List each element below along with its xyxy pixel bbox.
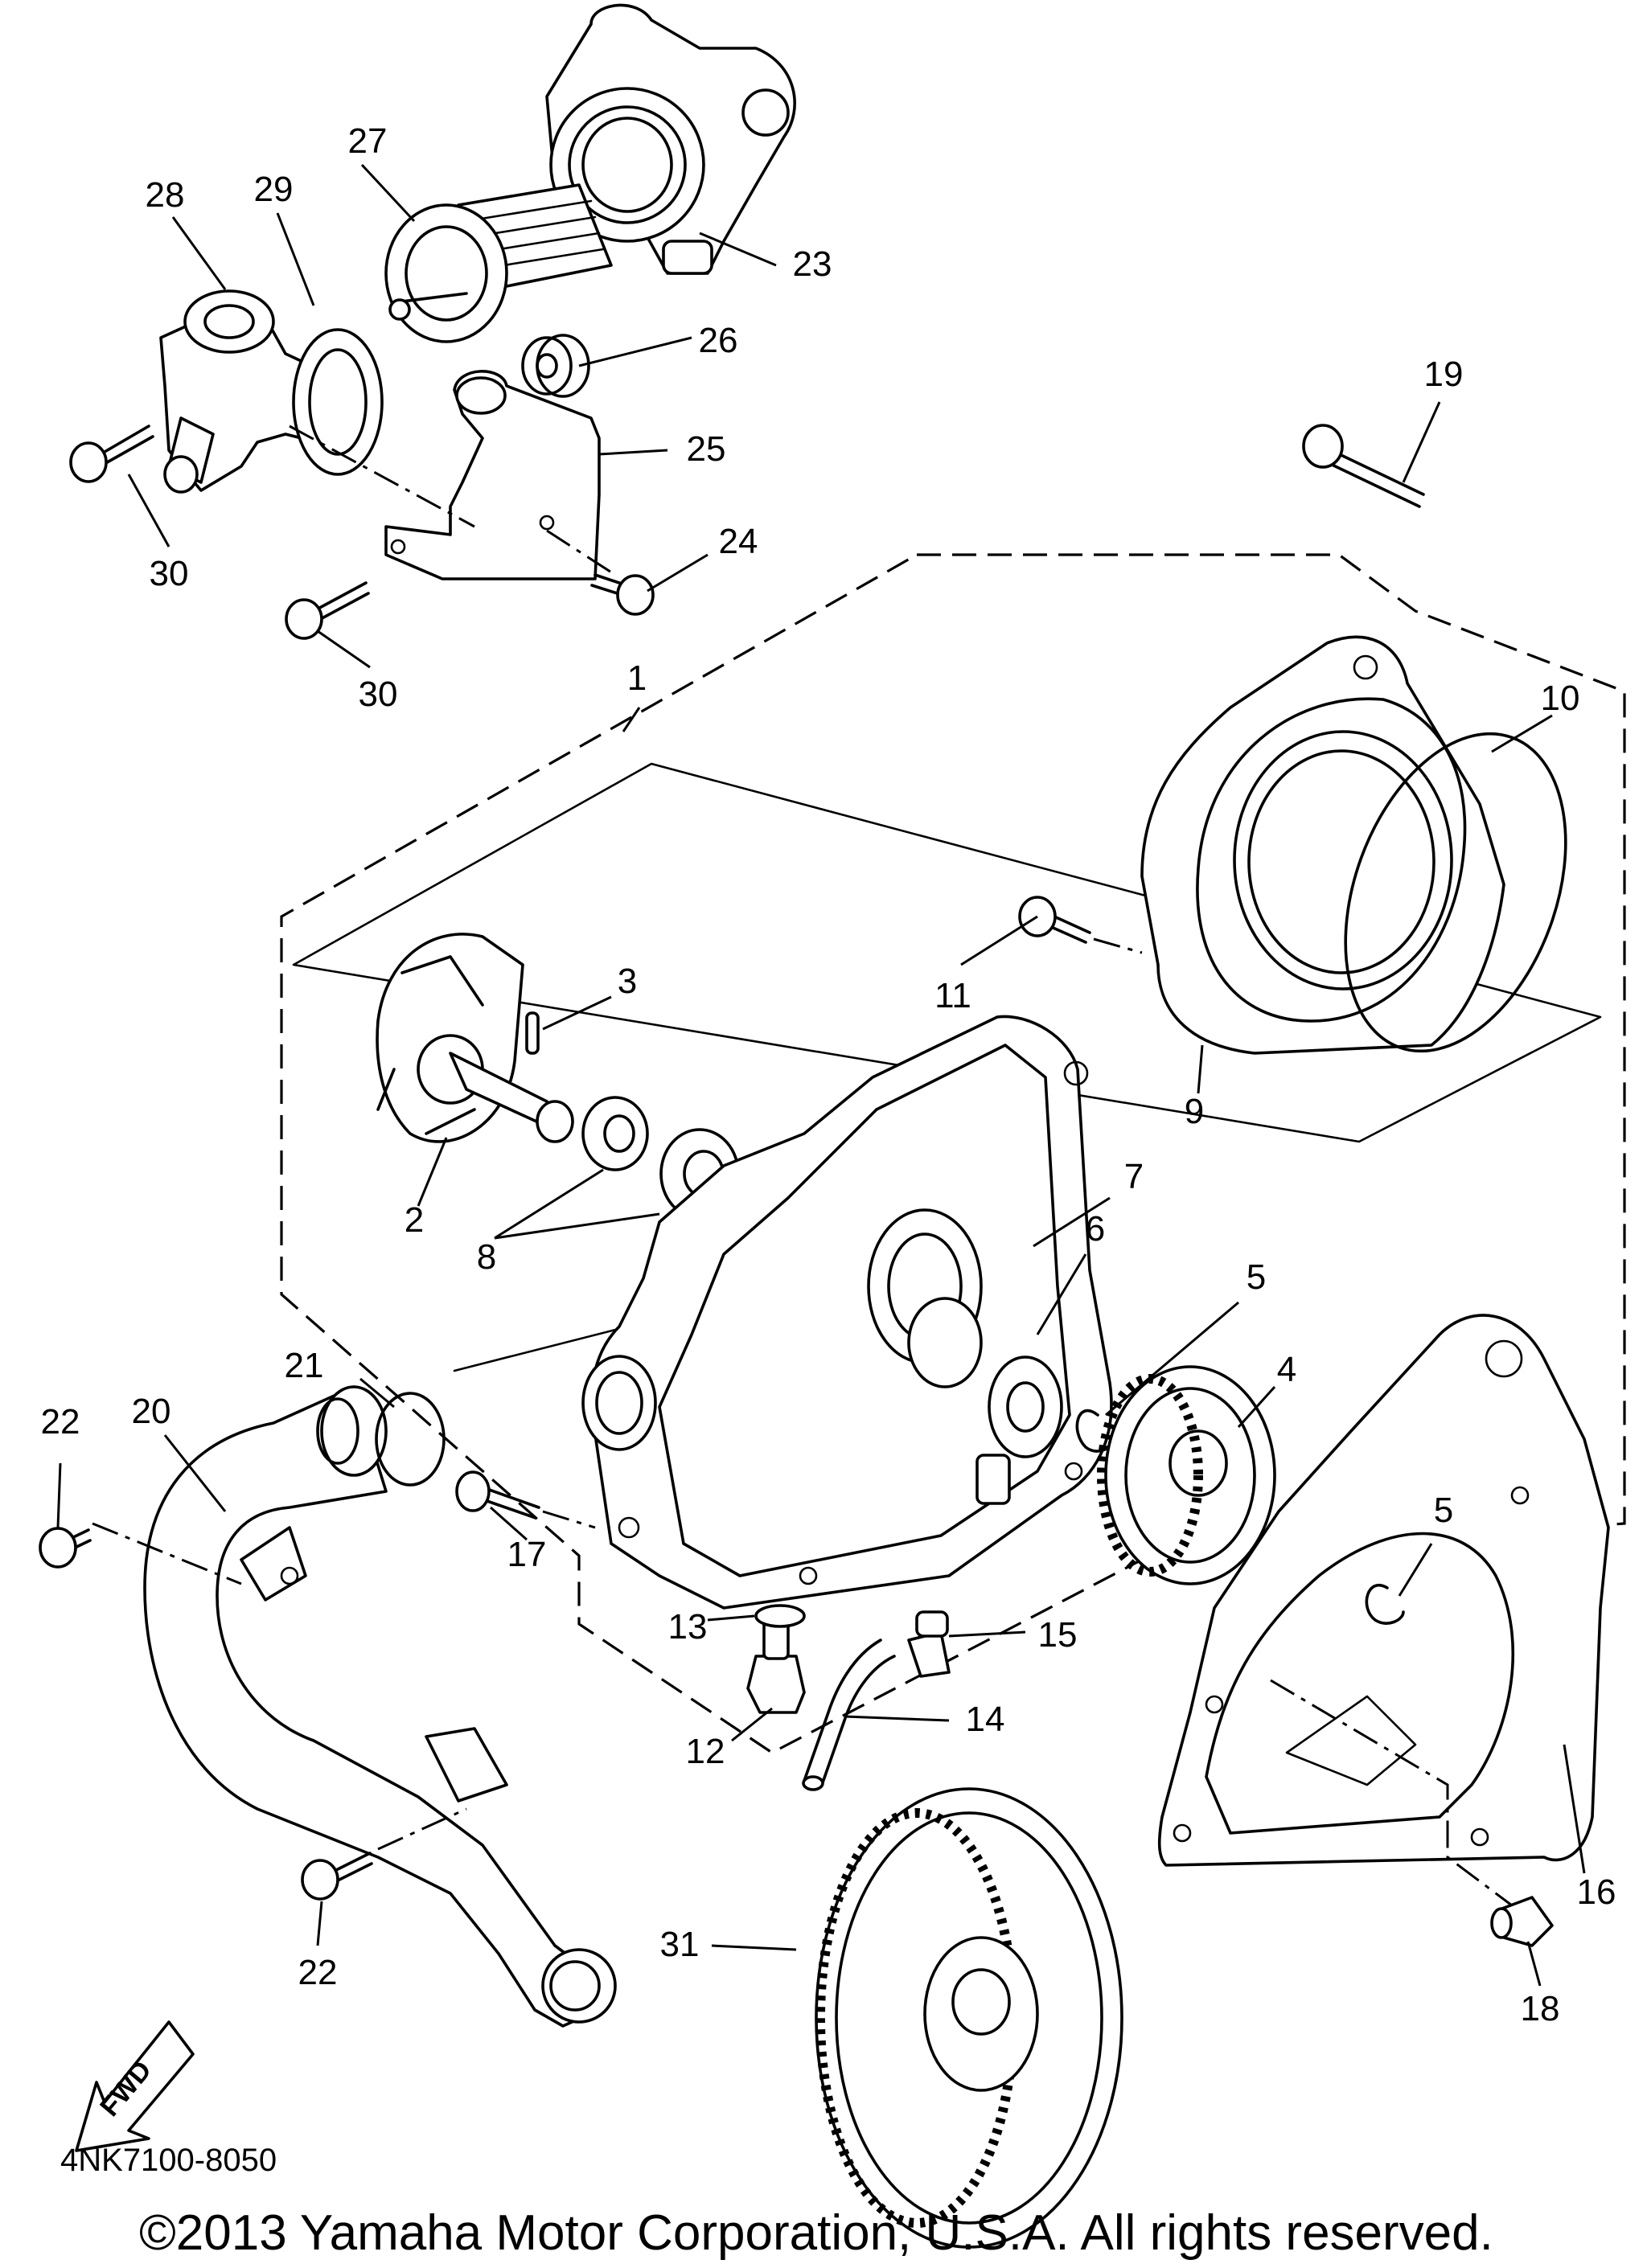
callout-part-4: 4 bbox=[1277, 1350, 1296, 1389]
forward-direction-arrow: FWD bbox=[75, 2020, 195, 2152]
callout-part-23: 23 bbox=[793, 244, 832, 284]
bolt-part-30a bbox=[69, 424, 154, 483]
water-inlet-part-28 bbox=[159, 289, 359, 494]
callout-part-30a: 30 bbox=[150, 554, 189, 593]
bolt-part-17 bbox=[455, 1470, 540, 1520]
callout-part-14: 14 bbox=[966, 1700, 1005, 1739]
o-ring-part-10 bbox=[1344, 732, 1567, 1053]
circlip-part-5b bbox=[1365, 1584, 1405, 1625]
bolt-part-22a bbox=[39, 1527, 92, 1569]
callout-part-28: 28 bbox=[146, 175, 185, 215]
alignment-line-11 bbox=[1093, 937, 1143, 954]
callout-part-27: 27 bbox=[348, 121, 388, 161]
callout-part-7: 7 bbox=[1124, 1157, 1144, 1196]
grommet-part-26 bbox=[521, 334, 590, 398]
alignment-line-22b bbox=[377, 1807, 467, 1851]
callout-part-18: 18 bbox=[1521, 1989, 1560, 2028]
callout-part-1: 1 bbox=[627, 658, 647, 698]
thermostat-housing-part-23 bbox=[545, 3, 796, 275]
part-callouts: 1 2 3 4 5 5 6 7 8 9 10 11 12 13 14 15 16… bbox=[41, 121, 1616, 2028]
callout-part-9: 9 bbox=[1185, 1092, 1204, 1131]
callout-part-10: 10 bbox=[1541, 679, 1580, 718]
pump-housing bbox=[581, 1015, 1113, 1610]
callout-part-3: 3 bbox=[618, 962, 637, 1001]
callout-part-11: 11 bbox=[934, 976, 971, 1015]
bracket-part-25 bbox=[384, 370, 601, 580]
callout-part-8: 8 bbox=[477, 1237, 496, 1277]
seal-part-8a bbox=[581, 1096, 649, 1171]
copyright-notice: ©2013 Yamaha Motor Corporation, U.S.A. A… bbox=[139, 2205, 1493, 2261]
callout-part-6: 6 bbox=[1086, 1209, 1105, 1249]
callout-part-17: 17 bbox=[507, 1535, 547, 1574]
callout-part-13: 13 bbox=[668, 1607, 708, 1647]
callout-part-15: 15 bbox=[1038, 1615, 1078, 1655]
callout-part-5b: 5 bbox=[1434, 1491, 1453, 1530]
callout-part-16: 16 bbox=[1577, 1872, 1616, 1912]
bolt-part-24 bbox=[590, 573, 655, 616]
callout-part-22a: 22 bbox=[41, 1402, 80, 1442]
alignment-line-bolt24 bbox=[546, 529, 616, 576]
drain-bolt-part-12 bbox=[746, 1618, 806, 1714]
diagram-code: 4NK7100-8050 bbox=[60, 2143, 277, 2178]
callout-part-2: 2 bbox=[405, 1200, 424, 1240]
gasket-part-29 bbox=[292, 328, 384, 476]
bolt-part-30b bbox=[285, 581, 370, 640]
cover-plate-part-9 bbox=[1140, 635, 1505, 1055]
assembly-1-phantom-outline bbox=[280, 553, 1626, 1754]
leader-lines bbox=[56, 163, 1586, 1987]
washer-part-13 bbox=[754, 1604, 806, 1628]
hose-part-14 bbox=[802, 1638, 896, 1791]
cover-gasket-part-16 bbox=[1157, 1314, 1610, 1867]
callout-part-22b: 22 bbox=[298, 1953, 338, 1992]
callout-part-24: 24 bbox=[719, 522, 758, 561]
gear-part-31 bbox=[815, 1787, 1123, 2249]
fitting-part-15 bbox=[907, 1610, 951, 1678]
plug-part-18 bbox=[1490, 1896, 1554, 1947]
callout-part-29: 29 bbox=[254, 170, 294, 209]
callout-part-30b: 30 bbox=[359, 675, 398, 714]
callout-part-12: 12 bbox=[686, 1732, 725, 1771]
impeller-part-2 bbox=[376, 933, 574, 1143]
callout-part-20: 20 bbox=[132, 1392, 171, 1431]
alignment-line-22a bbox=[92, 1522, 242, 1585]
callout-part-26: 26 bbox=[699, 321, 738, 360]
callout-part-19: 19 bbox=[1424, 355, 1464, 394]
callout-part-31: 31 bbox=[660, 1925, 700, 1964]
bolt-part-19 bbox=[1302, 424, 1425, 508]
o-ring-part-21 bbox=[375, 1392, 446, 1487]
alignment-line-17 bbox=[542, 1510, 596, 1529]
gear-part-4 bbox=[1097, 1365, 1276, 1585]
bolt-part-22b bbox=[301, 1852, 373, 1901]
callout-part-21: 21 bbox=[285, 1346, 324, 1385]
thermostat-part-27 bbox=[384, 183, 613, 343]
callout-part-25: 25 bbox=[687, 429, 726, 469]
alignment-line-18 bbox=[1270, 1679, 1513, 1907]
pin-part-3 bbox=[525, 1011, 540, 1055]
callout-part-5a: 5 bbox=[1247, 1257, 1266, 1297]
pipe-part-20 bbox=[143, 1385, 617, 2028]
alignment-line-upper bbox=[289, 424, 475, 528]
